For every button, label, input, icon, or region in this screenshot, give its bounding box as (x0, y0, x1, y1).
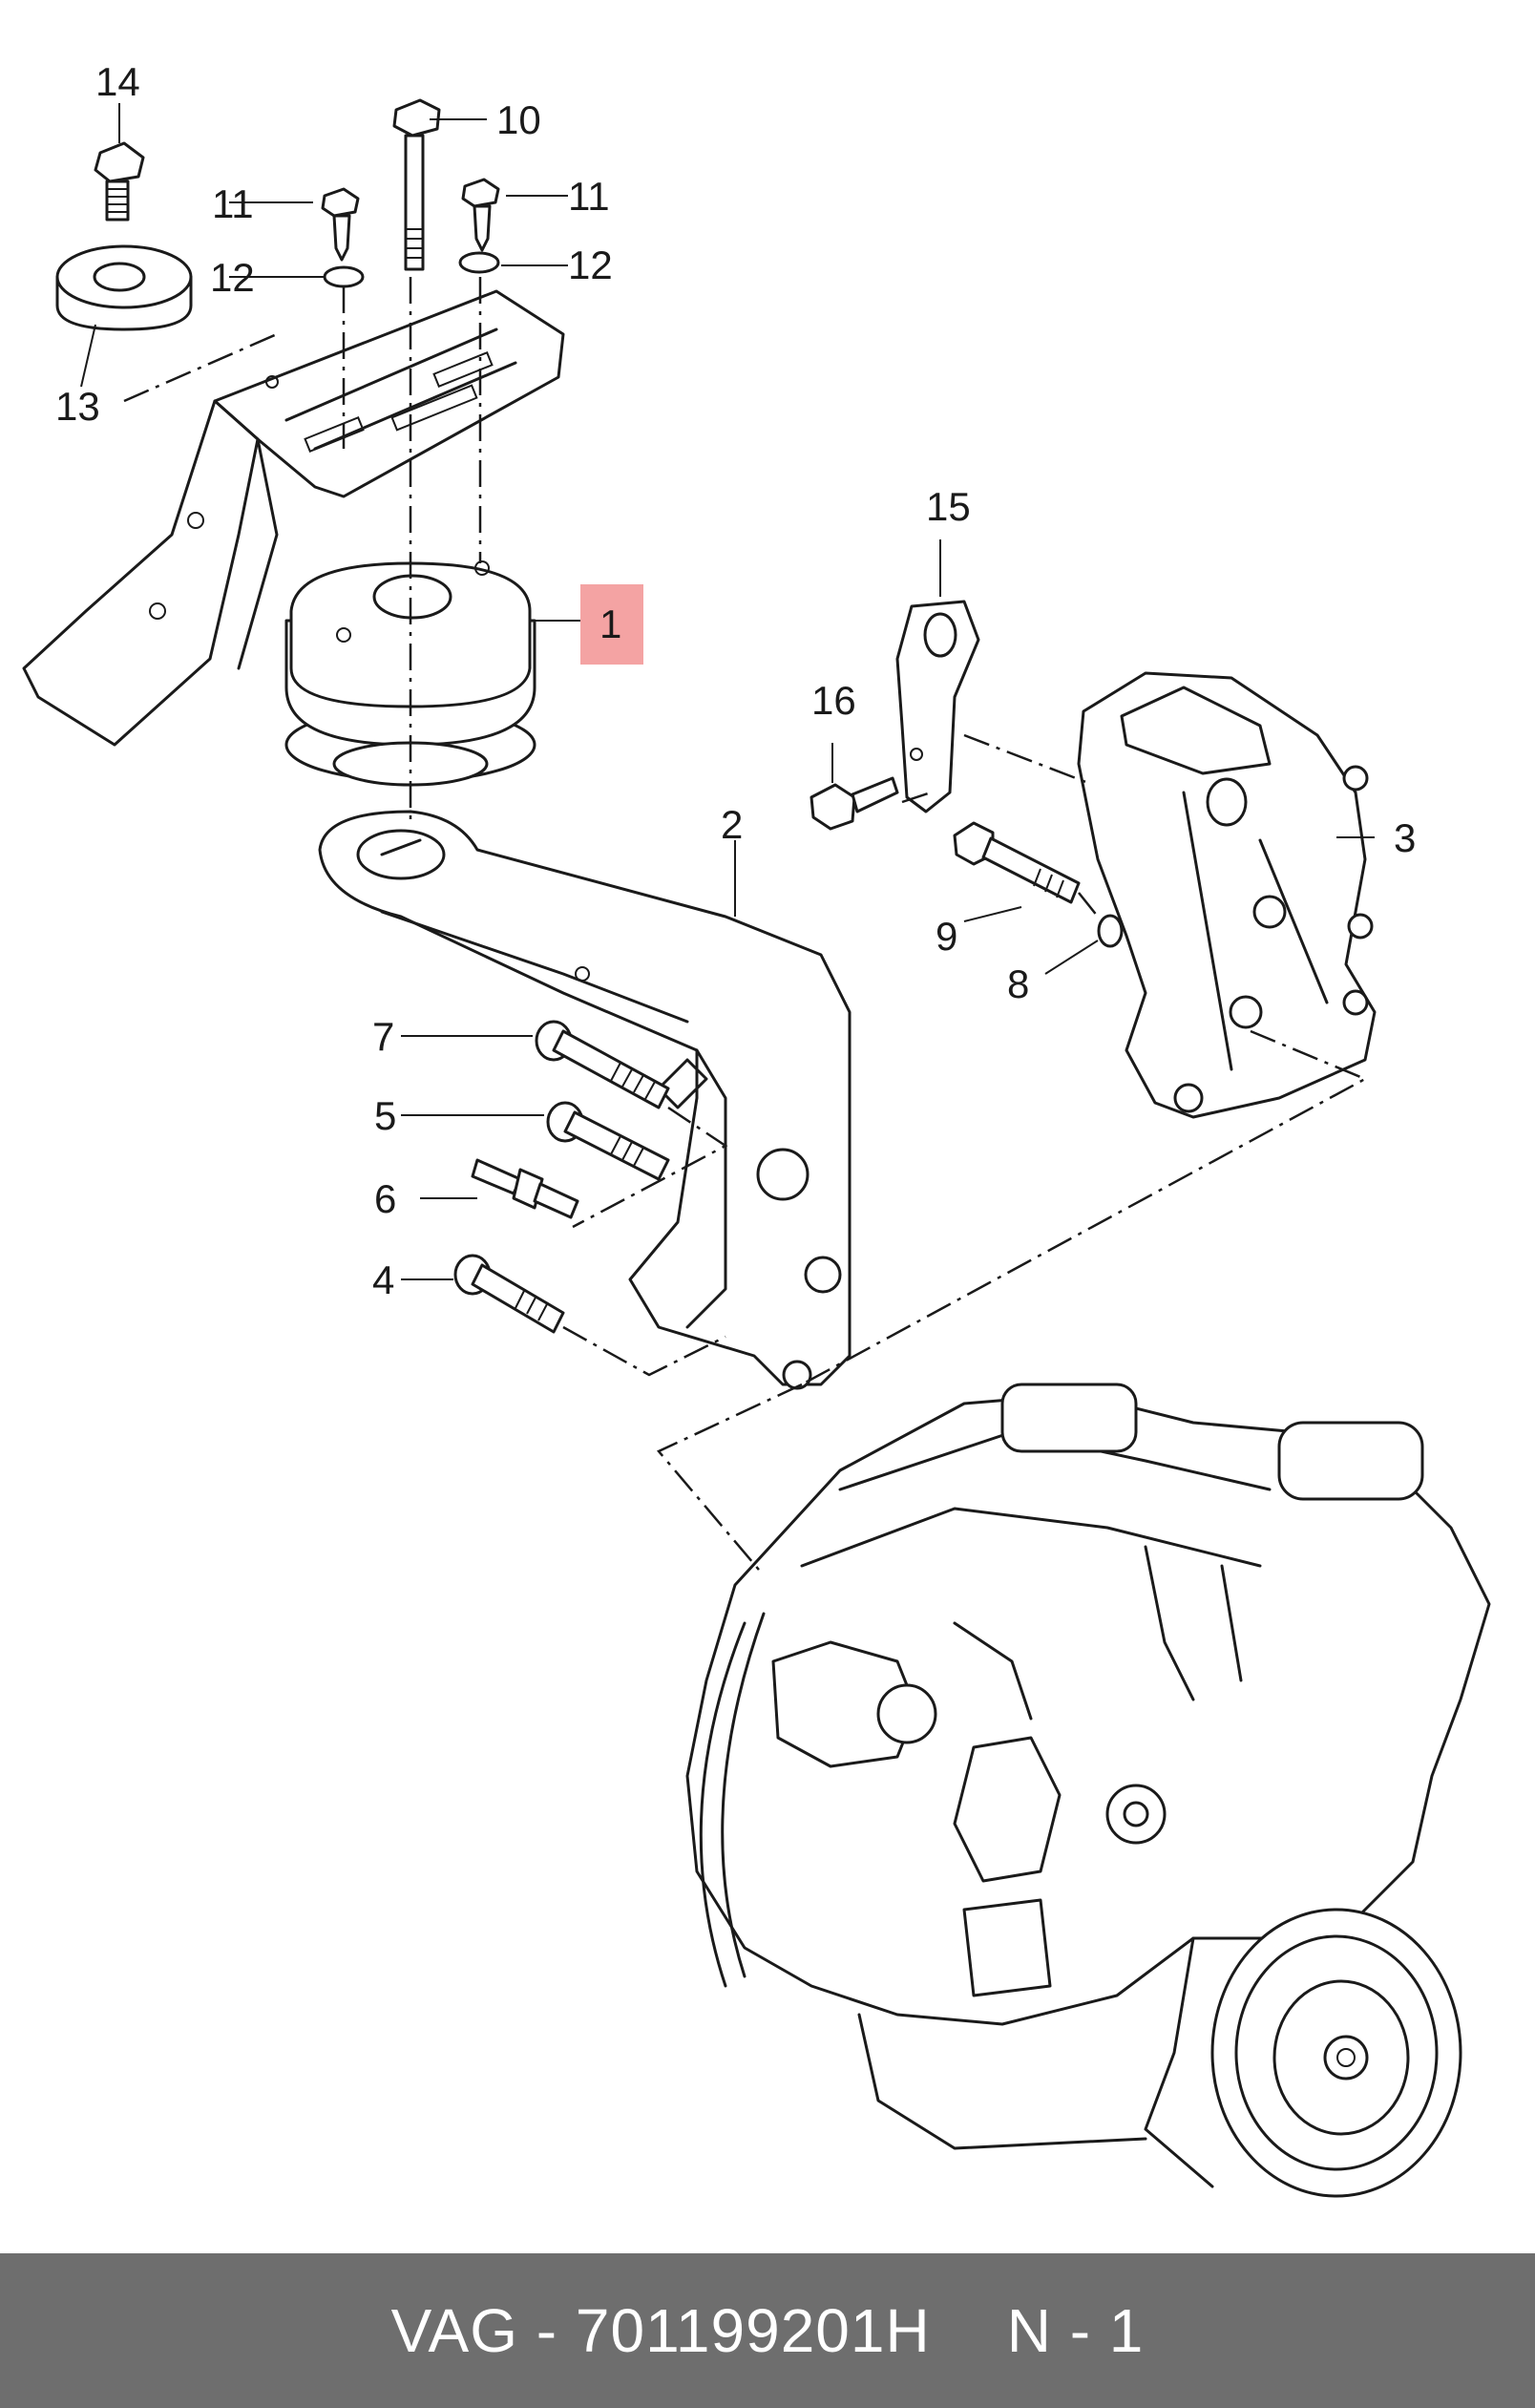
bolt-5 (546, 1101, 670, 1181)
part-number-footer: VAG - 701199201H N - 1 (0, 2253, 1535, 2408)
exploded-parts-diagram: 1 2 3 4 5 6 7 8 9 10 11 11 12 12 13 14 1… (22, 59, 1491, 2198)
sleeve-13 (55, 244, 193, 331)
callout-3: 3 (1394, 815, 1416, 860)
screw-11-left (321, 187, 365, 288)
washer-8 (1097, 914, 1124, 948)
leader-lines (80, 103, 1375, 1280)
bolt-7 (535, 1020, 670, 1109)
callout-12-right: 12 (568, 243, 613, 287)
callout-11-right: 11 (568, 174, 610, 219)
assembly-dash-lines (123, 277, 1368, 1576)
callout-4: 4 (372, 1257, 394, 1302)
callout-11-left: 11 (212, 181, 254, 226)
bolt-4 (453, 1254, 565, 1334)
callout-6: 6 (374, 1176, 396, 1221)
part-number: VAG - 701199201H (390, 2296, 931, 2365)
callout-15: 15 (926, 484, 971, 529)
callout-2: 2 (721, 802, 743, 847)
callout-9: 9 (936, 914, 957, 959)
stud-6 (471, 1158, 579, 1219)
callout-1: 1 (599, 602, 621, 646)
bolt-14 (94, 141, 145, 222)
tab-bracket (895, 600, 980, 813)
callout-10: 10 (496, 97, 541, 142)
screw-11-right (458, 178, 500, 274)
support-arm (318, 810, 852, 1390)
engine-bracket (1077, 671, 1377, 1119)
page-number: N - 1 (1006, 2296, 1145, 2365)
callout-5: 5 (374, 1093, 396, 1138)
callout-7: 7 (372, 1014, 394, 1059)
callout-16: 16 (811, 678, 856, 723)
highlight-box (580, 584, 643, 665)
callout-8: 8 (1007, 961, 1029, 1006)
bolt-10 (392, 98, 441, 271)
upper-bracket (22, 289, 565, 747)
callout-12-left: 12 (210, 255, 255, 300)
callout-labels: 1 2 3 4 5 6 7 8 9 10 11 11 12 12 13 14 1… (55, 59, 1416, 1302)
bolt-16 (810, 776, 899, 831)
callout-14: 14 (95, 59, 140, 104)
callout-13: 13 (55, 384, 100, 429)
bolt-9 (953, 821, 1081, 904)
engine-block (685, 1383, 1491, 2198)
